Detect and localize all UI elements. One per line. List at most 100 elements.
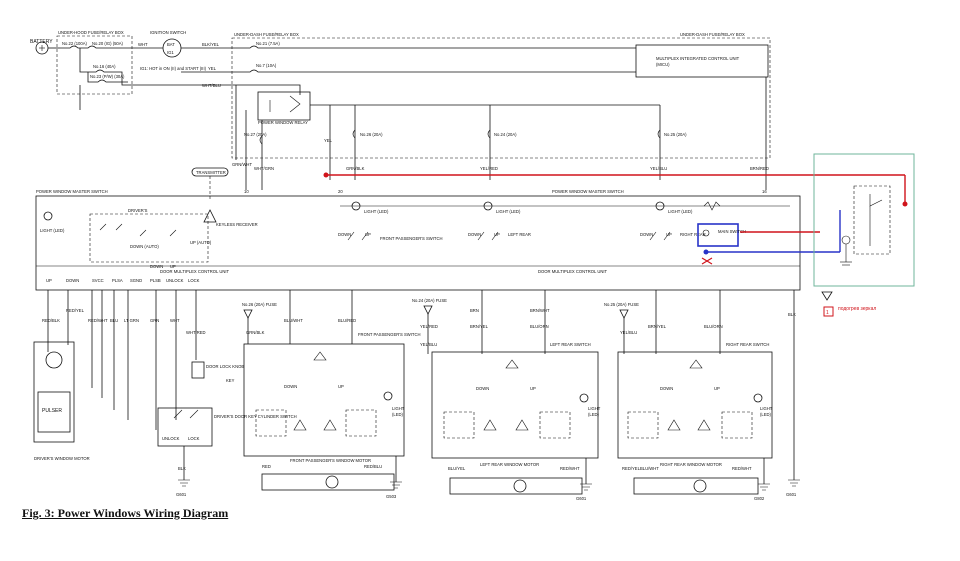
gnd-g601c: G601 [786, 492, 797, 497]
fuse-26-fuse: No.26 (20A) FUSE [242, 302, 277, 307]
dmcu-left-label: DOOR MULTIPLEX CONTROL UNIT [160, 269, 230, 274]
right-rear-switch-section: No.25 (20A) FUSE YEL/BLU BRN/YEL BLU/ORN… [604, 290, 773, 501]
left-rear-switch-label: LEFT REAR SWITCH [550, 342, 591, 347]
front-pass-sw-label: FRONT PASSENGER'S SWITCH [380, 236, 443, 241]
drivers-label: DRIVER'S [128, 208, 148, 213]
fp-led: (LED) [392, 412, 404, 417]
left-rear-switch-section: No.24 (20A) FUSE YEL/RED YEL/BLU BRN BRN… [412, 290, 601, 501]
light-led-lr: LIGHT (LED) [496, 209, 521, 214]
wire-wht-label: WHT [138, 42, 148, 47]
wire-blk-right: BLK [788, 312, 796, 317]
drivers-motor-label: DRIVER'S WINDOW MOTOR [34, 456, 90, 461]
lr-bluyel: BLU/YEL [448, 466, 466, 471]
wire-yelred-label: YEL/RED [480, 166, 498, 171]
wire-yel-label: YEL [208, 66, 217, 71]
up-auto-label: UP (AUTO) [190, 240, 212, 245]
lr-light-icon [579, 393, 589, 403]
wire-bluorn: BLU/ORN [530, 324, 549, 329]
pin-sgnd: SGND [130, 278, 142, 283]
ignition-switch: IGNITION SWITCH BAT IG1 IG1: HOT in ON (… [122, 30, 236, 71]
key-cyl-label: DRIVER'S DOOR KEY CYLINDER SWITCH [214, 414, 297, 419]
master-switch: POWER WINDOW MASTER SWITCH POWER WINDOW … [35, 189, 801, 291]
wire-whtgrn-label: WHT/GRN [254, 166, 274, 171]
rr-led: (LED) [760, 412, 772, 417]
main-switch-box [697, 223, 739, 247]
wire-grnblk-label: GRN/BLK [346, 166, 365, 171]
drivers-motor-icon [45, 351, 63, 369]
wire-redyel: RED/YEL [66, 308, 85, 313]
ignition-switch-label: IGNITION SWITCH [150, 30, 186, 35]
wire-bluwht: BLU/WHT [284, 318, 303, 323]
wire-bluorn2: BLU/ORN [704, 324, 723, 329]
lr-down: DOWN [476, 386, 489, 391]
rr-motor-label: RIGHT REAR WINDOW MOTOR [660, 462, 722, 467]
battery-label: BATTERY [30, 39, 53, 45]
unlock-label: UNLOCK [162, 436, 180, 441]
lr-motor-label: LEFT REAR WINDOW MOTOR [480, 462, 539, 467]
svg-text:20: 20 [338, 189, 343, 194]
light-led-rr: LIGHT (LED) [668, 209, 693, 214]
down-label-fp: DOWN [338, 232, 351, 237]
pin-lock: LOCK [188, 278, 200, 283]
fp-red: RED [262, 464, 271, 469]
wire-blured: BLU/RED [338, 318, 356, 323]
lr-redwht: RED/WHT [560, 466, 580, 471]
rr-bluwht: BLU/WHT [640, 466, 659, 471]
rr-light-icon [753, 393, 763, 403]
fuse-24-fuse: No.24 (20A) FUSE [412, 298, 447, 303]
fp-up: UP [338, 384, 344, 389]
wire-whtblu-label: WHT/BLU [202, 83, 221, 88]
under-hood-box-label: UNDER-HOOD FUSE/RELAY BOX [58, 30, 124, 35]
under-hood-fuse-box: UNDER-HOOD FUSE/RELAY BOX No.22 (100A) N… [56, 30, 140, 110]
up-label-driver: UP [170, 264, 176, 269]
figure-caption: Fig. 3: Power Windows Wiring Diagram [22, 506, 229, 520]
fuse-24-label: No.24 (20A) [494, 132, 517, 137]
pin-up: UP [46, 278, 52, 283]
annot-num: 1 [826, 310, 829, 316]
svg-text:16: 16 [762, 189, 767, 194]
pwms-right-label: POWER WINDOW MASTER SWITCH [552, 189, 624, 194]
rr-up: UP [714, 386, 720, 391]
wire-blu: BLU [110, 318, 118, 323]
mirror-heater-relay [813, 153, 915, 287]
battery-group: BATTERY [30, 39, 60, 55]
pulser-label: PULSER [42, 408, 62, 414]
front-pass-switch-section: No.26 (20A) FUSE GRN/BLK BLU/WHT BLU/RED… [242, 290, 421, 499]
gnd-g601a: G601 [176, 492, 187, 497]
pin-svcc: SVCC [92, 278, 104, 283]
lr-motor-icon [513, 479, 527, 493]
down-auto-label: DOWN (AUTO) [130, 244, 159, 249]
down-label-driver: DOWN [150, 264, 163, 269]
wire-brnyel: BRN/YEL [470, 324, 489, 329]
lr-light: LIGHT [588, 406, 601, 411]
fuse-20-label: No.20 (IG) (50A) [92, 41, 124, 46]
micu-abbr-label: (MICU) [656, 62, 670, 67]
fp-light-icon [383, 391, 393, 401]
fp-down: DOWN [284, 384, 297, 389]
fuse-16-label: No.16 (40A) [93, 64, 116, 69]
annotation: 1 подогрев зеркал [821, 291, 876, 317]
wire-grn: GRN [150, 318, 159, 323]
fp-light: LIGHT [392, 406, 405, 411]
rr-down: DOWN [660, 386, 673, 391]
wire-redwht: RED/WHT [88, 318, 108, 323]
pwms-left-label: POWER WINDOW MASTER SWITCH [36, 189, 108, 194]
lr-up: UP [530, 386, 536, 391]
fp-redblu: RED/BLU [364, 464, 382, 469]
keyless-label: KEYLESS RECEIVER [216, 222, 258, 227]
rr-redwht: RED/WHT [732, 466, 752, 471]
pin-unlock: UNLOCK [166, 278, 184, 283]
pw-relay-label: POWER WINDOW RELAY [258, 120, 308, 125]
fuse-27-label: No.27 (20A) [244, 132, 267, 137]
pin-down: DOWN [66, 278, 79, 283]
gnd-g503: G503 [386, 494, 397, 499]
rr-light: LIGHT [760, 406, 773, 411]
transmitter-label: TRANSMITTER [196, 170, 226, 175]
transmitter: TRANSMITTER [191, 167, 229, 200]
door-lock-knob-label: DOOR LOCK KNOB [206, 364, 244, 369]
fuse-26-label: No.26 (20A) [360, 132, 383, 137]
light-led-driver: LIGHT (LED) [40, 228, 65, 233]
pin-plsb: PLSB [150, 278, 161, 283]
